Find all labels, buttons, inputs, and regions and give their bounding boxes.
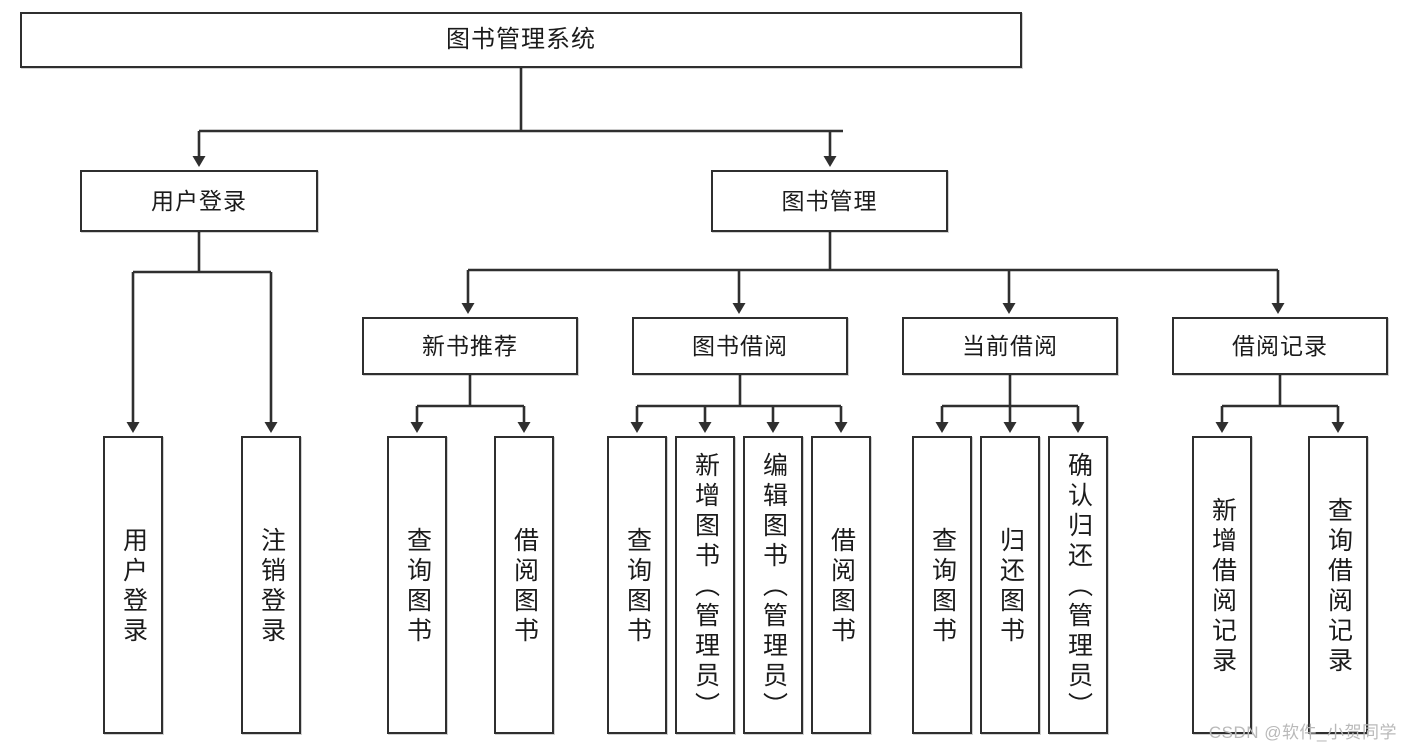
- node-leaf-borrow-book-borrow[interactable]: 借阅图书: [811, 436, 871, 734]
- node-label: 归还图书: [996, 527, 1025, 647]
- node-leaf-query-book-borrow[interactable]: 查询图书: [607, 436, 667, 734]
- node-leaf-query-book-current[interactable]: 查询图书: [912, 436, 972, 734]
- node-label: 编辑图书（管理员）: [759, 452, 788, 722]
- node-book-borrow[interactable]: 图书借阅: [632, 317, 848, 375]
- node-leaf-add-book-admin[interactable]: 新增图书（管理员）: [675, 436, 735, 734]
- node-leaf-query-book-new-rec[interactable]: 查询图书: [387, 436, 447, 734]
- node-label: 查询借阅记录: [1324, 497, 1353, 677]
- node-leaf-edit-book-admin[interactable]: 编辑图书（管理员）: [743, 436, 803, 734]
- node-user-login[interactable]: 用户登录: [80, 170, 318, 232]
- node-label: 查询图书: [928, 527, 957, 647]
- node-leaf-query-borrow-record[interactable]: 查询借阅记录: [1308, 436, 1368, 734]
- node-label: 确认归还（管理员）: [1064, 452, 1093, 722]
- node-label: 图书管理系统: [446, 26, 596, 54]
- node-leaf-user-login[interactable]: 用户登录: [103, 436, 163, 734]
- node-leaf-borrow-book-new-rec[interactable]: 借阅图书: [494, 436, 554, 734]
- node-label: 当前借阅: [962, 332, 1058, 359]
- node-leaf-add-borrow-record[interactable]: 新增借阅记录: [1192, 436, 1252, 734]
- node-label: 借阅图书: [827, 527, 856, 647]
- node-leaf-return-book[interactable]: 归还图书: [980, 436, 1040, 734]
- node-book-management[interactable]: 图书管理: [711, 170, 948, 232]
- node-new-book-recommendation[interactable]: 新书推荐: [362, 317, 578, 375]
- node-current-borrow[interactable]: 当前借阅: [902, 317, 1118, 375]
- node-label: 用户登录: [151, 187, 247, 214]
- node-label: 借阅记录: [1232, 332, 1328, 359]
- node-borrow-record[interactable]: 借阅记录: [1172, 317, 1388, 375]
- node-label: 新增图书（管理员）: [691, 452, 720, 722]
- node-label: 新增借阅记录: [1208, 497, 1237, 677]
- node-root-book-management-system[interactable]: 图书管理系统: [20, 12, 1022, 68]
- node-label: 图书借阅: [692, 332, 788, 359]
- node-label: 注销登录: [257, 527, 286, 647]
- csdn-watermark: CSDN @软件_小贺同学: [1208, 723, 1397, 742]
- node-label: 查询图书: [403, 527, 432, 647]
- node-label: 用户登录: [119, 527, 148, 647]
- node-label: 新书推荐: [422, 332, 518, 359]
- node-leaf-user-logout[interactable]: 注销登录: [241, 436, 301, 734]
- node-leaf-confirm-return-admin[interactable]: 确认归还（管理员）: [1048, 436, 1108, 734]
- node-label: 图书管理: [781, 187, 878, 214]
- node-label: 查询图书: [623, 527, 652, 647]
- node-label: 借阅图书: [510, 527, 539, 647]
